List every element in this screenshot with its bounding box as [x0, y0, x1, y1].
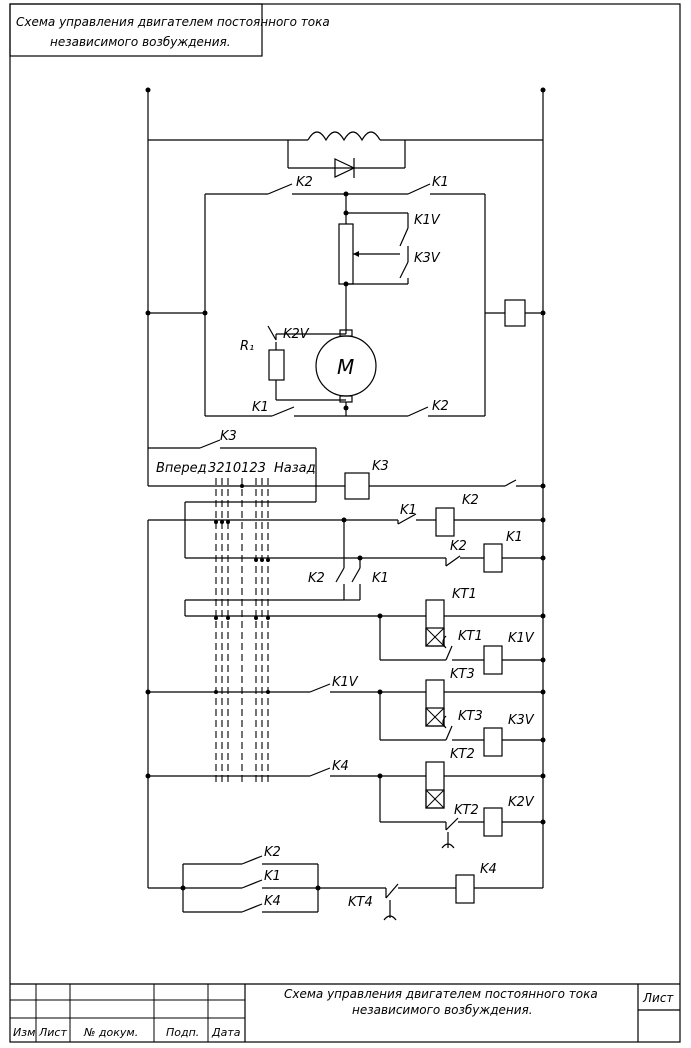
label-K1V: K1V: [414, 213, 441, 228]
label-KT4-contact: KT4: [348, 895, 373, 910]
label-KT1-coil: KT1: [452, 587, 477, 602]
label-K1-nc: K1: [400, 503, 417, 518]
label-K1-hold: K1: [372, 571, 389, 586]
stamp-title-line-2: независимого возбуждения.: [352, 1003, 533, 1017]
stamp-col-date: Дата: [211, 1026, 241, 1039]
label-K3V: K3V: [414, 251, 441, 266]
stamp-col-sheet: Лист: [38, 1026, 67, 1039]
label-K2V-coil: K2V: [508, 795, 535, 810]
controller-forward: Вперед: [156, 461, 207, 476]
stamp-block: Изм Лист № докум. Подп. Дата Схема управ…: [10, 983, 680, 1042]
label-K3-coil: K3: [372, 459, 389, 474]
label-KT2-upper: KT2: [450, 747, 475, 762]
label-K1-top: K1: [432, 175, 449, 190]
label-K2-hold: K2: [308, 571, 325, 586]
label-K3-top: K3: [220, 429, 237, 444]
label-KT1-contact: KT1: [458, 629, 483, 644]
label-K4-par: K4: [264, 894, 281, 909]
label-K4-coil: K4: [480, 862, 497, 877]
label-K1-bottom: K1: [252, 400, 269, 415]
stamp-col-change: Изм: [13, 1026, 35, 1039]
label-R1: R₁: [240, 339, 254, 354]
label-K2-top: K2: [296, 175, 313, 190]
label-KT3-upper: KT3: [450, 667, 475, 682]
title-line-1: Схема управления двигателем постоянного …: [16, 15, 330, 29]
control-circuit: K3 Вперед 3210123 Назад K3 K2: [145, 429, 546, 921]
label-K1-coil: K1: [506, 530, 523, 545]
label-K1V-coil: K1V: [508, 631, 535, 646]
label-K2-par: K2: [264, 845, 281, 860]
label-K1-par: K1: [264, 869, 281, 884]
stamp-sheet-label: Лист: [642, 991, 674, 1005]
label-K3V-coil: K3V: [508, 713, 535, 728]
power-circuit: K2 K1 K1V K3V: [145, 87, 546, 888]
label-K2-nc-2: K2: [450, 539, 467, 554]
title-box: Схема управления двигателем постоянного …: [9, 3, 330, 57]
label-K2-nc-1: K2: [462, 493, 479, 508]
label-KT2-contact: KT2: [454, 803, 479, 818]
label-K2V-power: K2V: [283, 327, 310, 342]
controller-backward: Назад: [274, 461, 316, 476]
stamp-col-doc: № докум.: [83, 1026, 138, 1039]
title-line-2: независимого возбуждения.: [50, 35, 231, 49]
label-K4-contact: K4: [332, 759, 349, 774]
stamp-col-sign: Подп.: [166, 1026, 199, 1039]
controller-positions: 3210123: [208, 461, 266, 476]
motor-label: M: [337, 355, 354, 379]
sheet-frame: [9, 3, 681, 1043]
label-K1V-contact: K1V: [332, 675, 359, 690]
label-KT3-contact: KT3: [458, 709, 483, 724]
stamp-title-line-1: Схема управления двигателем постоянного …: [284, 987, 598, 1001]
label-K2-bottom: K2: [432, 399, 449, 414]
